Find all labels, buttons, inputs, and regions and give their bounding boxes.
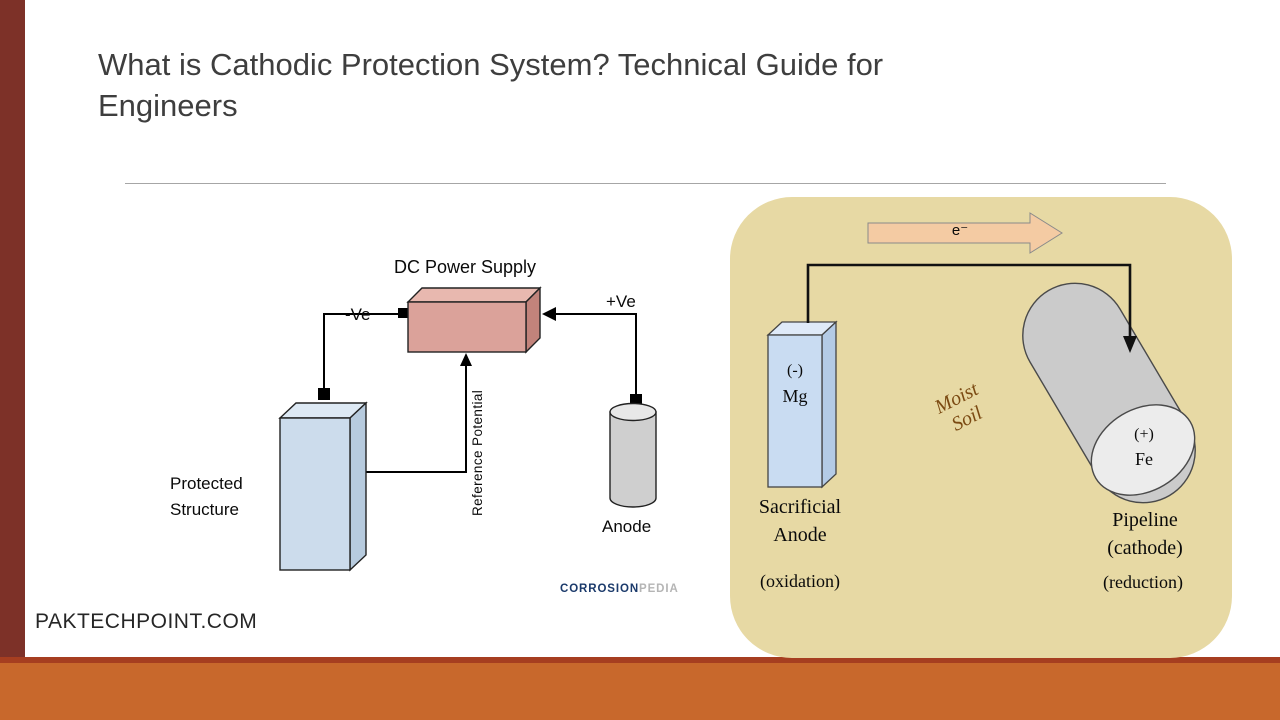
fe-symbol-label: Fe: [1135, 449, 1153, 469]
anode-label: Anode: [602, 517, 652, 536]
structure-label-line1: Protected: [170, 474, 243, 493]
electron-flow-arrow-icon: [867, 212, 1063, 254]
reference-potential-label: Reference Potential: [470, 389, 485, 516]
current-arrowhead-icon: [1123, 336, 1137, 353]
mg-symbol-label: Mg: [782, 386, 808, 406]
power-supply-top-face: [406, 287, 542, 303]
structure-terminal-node: [318, 388, 330, 400]
power-supply-label: DC Power Supply: [394, 257, 537, 277]
structure-side-face: [349, 401, 367, 572]
anode-cylinder-body: [609, 411, 657, 508]
site-watermark: PAKTECHPOINT.COM: [35, 610, 258, 633]
fe-sign-label: (+): [1134, 426, 1154, 443]
reference-wire: [364, 364, 467, 473]
sacrificial-anode-caption-line2: Anode: [773, 524, 827, 546]
corrosionpedia-logo: CORROSIONPEDIA: [560, 583, 679, 595]
pipeline-caption: Pipeline (cathode): [1092, 506, 1198, 562]
slide-title-line1: What is Cathodic Protection System? Tech…: [98, 47, 884, 82]
reduction-label: (reduction): [1103, 572, 1183, 592]
slide-title: What is Cathodic Protection System? Tech…: [98, 44, 1078, 126]
electron-label: e⁻: [951, 222, 969, 239]
sacrificial-anode-caption: Sacrificial Anode: [748, 493, 852, 549]
sacrificial-anode-caption-line1: Sacrificial: [758, 496, 842, 518]
pipeline-caption-line2: (cathode): [1107, 537, 1183, 559]
slide-title-line2: Engineers: [98, 88, 238, 123]
pipeline-end-face: [1090, 404, 1196, 496]
impressed-current-schematic: [278, 286, 657, 572]
mg-box-side-face: [821, 320, 837, 489]
left-accent-bar: [0, 0, 25, 658]
positive-wire: [554, 313, 637, 398]
power-supply-front-face: [407, 301, 527, 353]
title-divider: [125, 183, 1166, 184]
structure-label: Protected Structure: [170, 471, 243, 523]
logo-text-light: PEDIA: [639, 583, 679, 595]
oxidation-label: (oxidation): [760, 571, 840, 591]
mg-sign-label: (-): [787, 362, 803, 379]
positive-arrowhead-icon: [542, 307, 556, 321]
positive-terminal-label: +Ve: [606, 292, 636, 311]
pipeline-caption-line1: Pipeline: [1112, 509, 1178, 531]
mg-box-front-face: [767, 334, 823, 488]
current-wire: [806, 263, 1132, 339]
structure-front-face: [279, 417, 351, 571]
footer-accent-strip: [0, 657, 1280, 663]
power-negative-node: [398, 308, 408, 318]
logo-text-bold: CORROSION: [560, 583, 640, 595]
reference-arrowhead-icon: [460, 353, 472, 366]
structure-label-line2: Structure: [170, 500, 239, 519]
sacrificial-anode-schematic: [766, 212, 1196, 504]
negative-terminal-label: -Ve: [345, 305, 371, 324]
footer-accent-bar: [0, 663, 1280, 720]
anode-cylinder-top: [609, 402, 657, 422]
negative-wire: [323, 313, 404, 388]
